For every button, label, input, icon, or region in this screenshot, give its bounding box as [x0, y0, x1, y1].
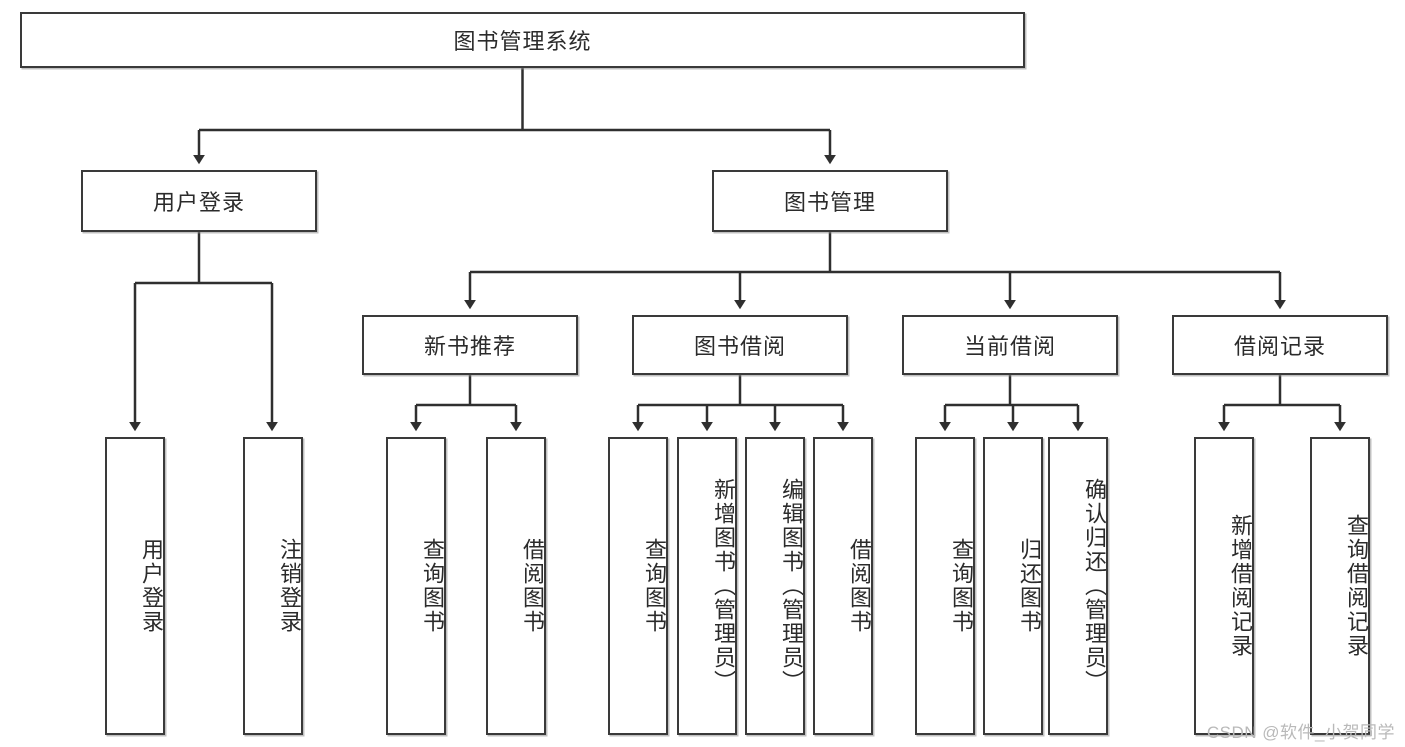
- node-new-book-recommend-label: 新书推荐: [423, 334, 516, 359]
- leaf-query-book-current-label: 查询图书: [949, 538, 974, 634]
- node-book-management[interactable]: 图书管理: [712, 170, 948, 232]
- leaf-user-login-label: 用户登录: [139, 538, 164, 634]
- leaf-query-book-borrow-label: 查询图书: [642, 538, 667, 634]
- leaf-confirm-return-admin[interactable]: 确认归还（管理员）: [1048, 437, 1108, 735]
- node-new-book-recommend[interactable]: 新书推荐: [362, 315, 578, 375]
- leaf-query-borrow-record[interactable]: 查询借阅记录: [1310, 437, 1370, 735]
- node-root-label: 图书管理系统: [453, 29, 592, 54]
- node-book-borrow[interactable]: 图书借阅: [632, 315, 848, 375]
- leaf-add-borrow-record-label: 新增借阅记录: [1228, 514, 1253, 658]
- leaf-query-book-borrow[interactable]: 查询图书: [608, 437, 668, 735]
- leaf-borrow-book-recommend-label: 借阅图书: [520, 538, 545, 634]
- watermark: CSDN @软件_小贺同学: [1206, 723, 1395, 742]
- node-user-login[interactable]: 用户登录: [81, 170, 317, 232]
- leaf-logout[interactable]: 注销登录: [243, 437, 303, 735]
- node-book-management-label: 图书管理: [783, 190, 876, 215]
- node-borrow-records-label: 借阅记录: [1233, 334, 1326, 359]
- node-borrow-records[interactable]: 借阅记录: [1172, 315, 1388, 375]
- leaf-borrow-book[interactable]: 借阅图书: [813, 437, 873, 735]
- node-root[interactable]: 图书管理系统: [20, 12, 1025, 68]
- leaf-add-book-admin-label: 新增图书（管理员）: [711, 478, 736, 694]
- leaf-query-borrow-record-label: 查询借阅记录: [1344, 514, 1369, 658]
- leaf-edit-book-admin[interactable]: 编辑图书（管理员）: [745, 437, 805, 735]
- leaf-return-book[interactable]: 归还图书: [983, 437, 1043, 735]
- leaf-edit-book-admin-label: 编辑图书（管理员）: [779, 478, 804, 694]
- leaf-return-book-label: 归还图书: [1017, 538, 1042, 634]
- leaf-query-book-recommend-label: 查询图书: [420, 538, 445, 634]
- node-book-borrow-label: 图书借阅: [693, 334, 786, 359]
- node-user-login-label: 用户登录: [152, 190, 245, 215]
- leaf-borrow-book-label: 借阅图书: [847, 538, 872, 634]
- leaf-add-book-admin[interactable]: 新增图书（管理员）: [677, 437, 737, 735]
- leaf-confirm-return-admin-label: 确认归还（管理员）: [1082, 478, 1107, 694]
- leaf-query-book-current[interactable]: 查询图书: [915, 437, 975, 735]
- leaf-logout-label: 注销登录: [277, 538, 302, 634]
- leaf-query-book-recommend[interactable]: 查询图书: [386, 437, 446, 735]
- leaf-user-login[interactable]: 用户登录: [105, 437, 165, 735]
- leaf-borrow-book-recommend[interactable]: 借阅图书: [486, 437, 546, 735]
- node-current-borrow-label: 当前借阅: [963, 334, 1056, 359]
- leaf-add-borrow-record[interactable]: 新增借阅记录: [1194, 437, 1254, 735]
- node-current-borrow[interactable]: 当前借阅: [902, 315, 1118, 375]
